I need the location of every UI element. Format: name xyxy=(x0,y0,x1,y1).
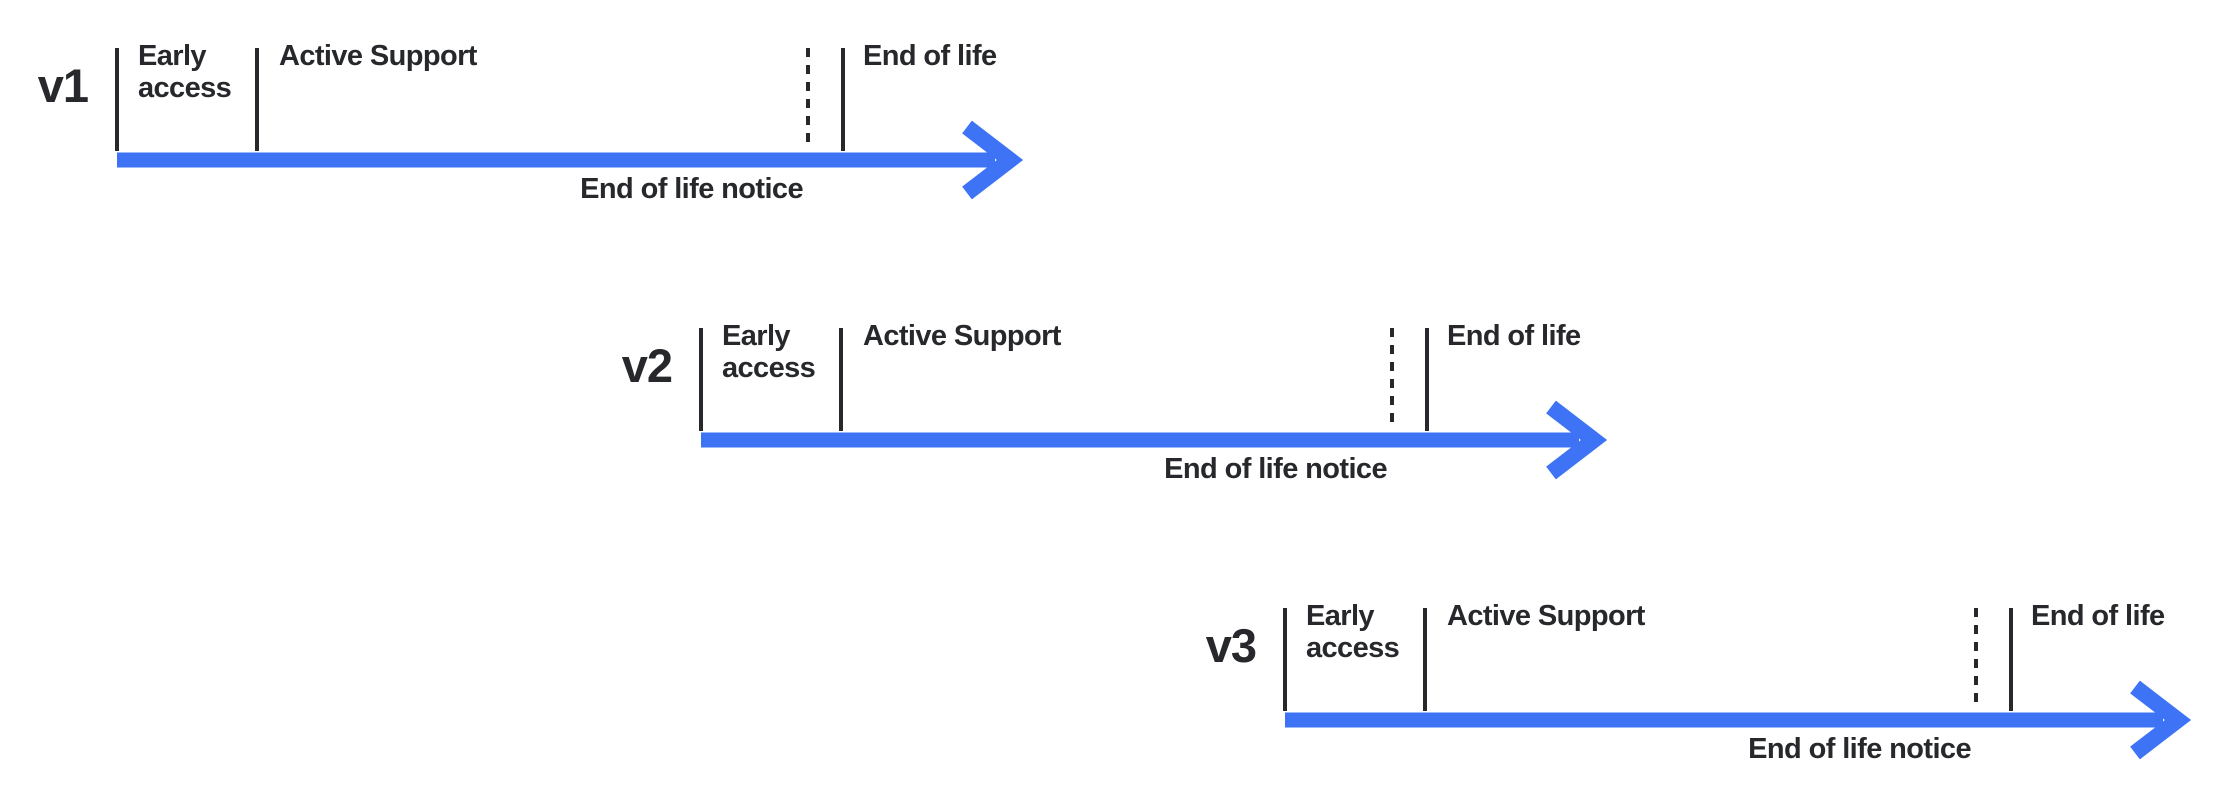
version-label: v3 xyxy=(1205,619,1257,672)
timeline-arrowhead-icon xyxy=(2130,680,2192,760)
timeline-v1: v1 Early access Active Support End of li… xyxy=(0,0,1060,230)
end-of-life-notice-label: End of life notice xyxy=(580,173,803,205)
timeline-v3-graphics xyxy=(1283,608,2192,760)
version-label: v1 xyxy=(37,59,89,112)
timeline-v3: v3 Early access Active Support End of li… xyxy=(1168,560,2228,790)
active-support-label: Active Support xyxy=(279,40,477,72)
timeline-v2-graphics xyxy=(699,328,1608,480)
early-access-label: Early access xyxy=(722,320,816,384)
end-of-life-notice-label: End of life notice xyxy=(1164,453,1387,485)
version-label: v2 xyxy=(621,339,673,392)
end-of-life-label: End of life xyxy=(2031,600,2165,632)
timeline-v2: v2 Early access Active Support End of li… xyxy=(584,280,1644,510)
end-of-life-label: End of life xyxy=(863,40,997,72)
timeline-arrowhead-icon xyxy=(1546,400,1608,480)
early-access-label: Early access xyxy=(138,40,232,104)
timeline-v1-graphics xyxy=(115,48,1024,200)
active-support-label: Active Support xyxy=(863,320,1061,352)
end-of-life-label: End of life xyxy=(1447,320,1581,352)
early-access-label: Early access xyxy=(1306,600,1400,664)
end-of-life-notice-label: End of life notice xyxy=(1748,733,1971,765)
timeline-arrowhead-icon xyxy=(962,120,1024,200)
active-support-label: Active Support xyxy=(1447,600,1645,632)
